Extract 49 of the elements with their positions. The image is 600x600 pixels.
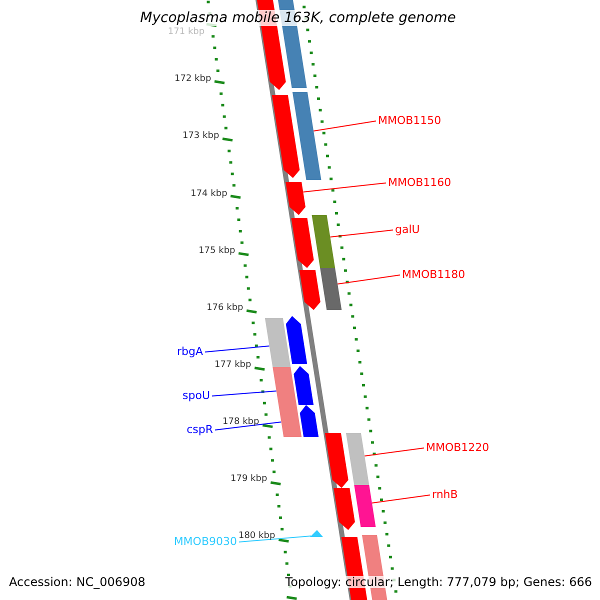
leader-line (302, 182, 386, 192)
leader-line (337, 274, 400, 284)
leader-line (214, 422, 282, 430)
leader-line (330, 230, 394, 238)
gene-feature (324, 433, 348, 488)
scale-label: 175 kbp (198, 247, 236, 256)
gene-feature (320, 268, 342, 310)
scale-label: 180 kbp (238, 532, 276, 541)
gene-feature (272, 367, 302, 437)
gene-feature (264, 318, 291, 367)
gene-label: MMOB1180 (402, 269, 466, 280)
scale-label: 174 kbp (190, 190, 228, 199)
feature-marker (310, 530, 323, 537)
scale-label: 171 kbp (168, 28, 205, 37)
gene-feature (294, 366, 314, 405)
scale-label: 172 kbp (174, 75, 212, 84)
leader-line (371, 494, 430, 504)
genome-info-text: Topology: circular; Length: 777,079 bp; Genes: 666 (285, 576, 592, 588)
scale-label: 179 kbp (230, 475, 268, 484)
leader-line (212, 390, 277, 396)
gene-feature (286, 182, 306, 215)
gene-feature (354, 485, 376, 527)
gene-label: MMOB1150 (378, 115, 442, 126)
gene-feature (312, 215, 336, 268)
gene-label: rbgA (176, 346, 203, 357)
scale-label: 178 kbp (222, 418, 260, 427)
gene-feature (346, 433, 370, 485)
leader-line (238, 536, 312, 542)
gene-feature (300, 405, 319, 437)
gene-label: cspR (186, 424, 213, 435)
gene-feature (292, 92, 322, 180)
gene-feature (334, 488, 355, 530)
gene-label: MMOB1160 (388, 177, 452, 188)
gene-label: MMOB1220 (426, 442, 490, 453)
accession-text: Accession: NC_006908 (9, 576, 146, 588)
gene-label: MMOB9030 (174, 536, 237, 547)
gene-feature (291, 218, 314, 268)
leader-line (204, 346, 270, 352)
scale-label: 176 kbp (206, 304, 244, 313)
scale-label: 177 kbp (214, 361, 252, 370)
gene-feature (286, 316, 308, 364)
gene-feature (299, 270, 320, 310)
title: Mycoplasma mobile 163K, complete genome (138, 10, 458, 26)
gene-label: rnhB (432, 489, 458, 500)
scale-label: 173 kbp (182, 132, 220, 141)
gene-label: spoU (182, 390, 210, 401)
leader-line (364, 448, 424, 456)
gene-label: galU (395, 224, 420, 235)
gene-feature (272, 95, 300, 178)
